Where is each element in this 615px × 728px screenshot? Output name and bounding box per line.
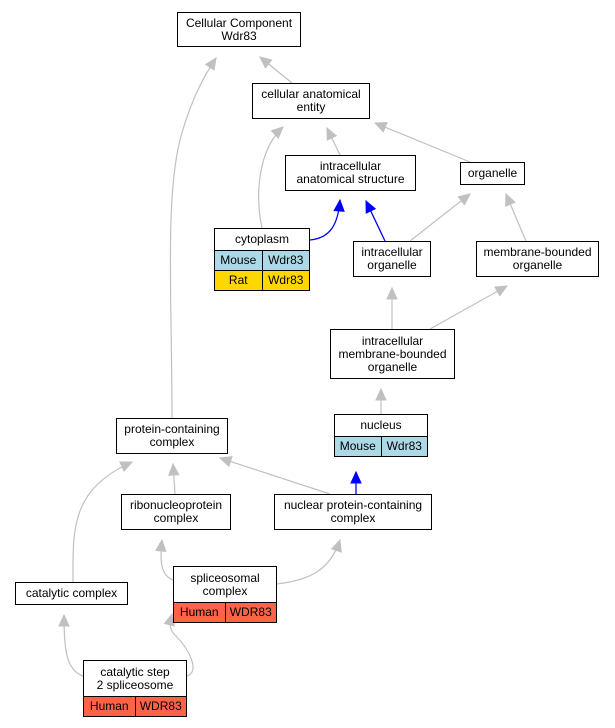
edge-spliceosomal-complex-to-nuclear-protein-containing-complex xyxy=(276,539,341,585)
edge-nucleus-to-intracellular-membrane-bounded-organelle-arrowhead xyxy=(375,387,387,401)
edge-spliceosomal-complex-to-ribonucleoprotein-complex-arrowhead xyxy=(155,538,167,553)
node-label: membrane-bounded organelle xyxy=(483,245,592,272)
node-label: intracellular membrane-bounded organelle xyxy=(338,333,447,374)
annotation-row: Mouse Wdr83 xyxy=(215,250,309,270)
edge-intracellular-organelle-to-intracellular-anatomical-structure-arrowhead xyxy=(365,199,377,214)
node-label: catalytic step 2 spliceosome xyxy=(96,664,174,692)
node-membrane-bounded-organelle[interactable]: membrane-bounded organelle xyxy=(476,241,599,277)
node-cellular-anatomical-entity[interactable]: cellular anatomical entity xyxy=(252,83,370,119)
edge-cytoplasm-to-cellular-anatomical-entity xyxy=(258,126,284,229)
edge-nuclear-protein-containing-complex-to-protein-containing-complex-arrowhead xyxy=(218,456,233,468)
node-label: nucleus xyxy=(360,418,402,432)
node-root[interactable]: Cellular Component Wdr83 xyxy=(177,12,301,47)
node-label: ribonucleoprotein complex xyxy=(129,498,223,525)
edge-intracellular-anatomical-structure-to-cellular-anatomical-entity-arrowhead xyxy=(326,126,338,141)
node-label: Cellular Component Wdr83 xyxy=(185,15,293,43)
edge-intracellular-organelle-to-organelle-arrowhead xyxy=(457,193,471,206)
edge-cellular-anatomical-entity-to-root-arrowhead xyxy=(259,56,273,69)
annotation-gene: WDR83 xyxy=(134,697,187,716)
edge-cytoplasm-to-intracellular-anatomical-structure xyxy=(309,199,341,241)
annotation-species: Human xyxy=(89,699,129,713)
node-intracellular-anatomical-structure[interactable]: intracellular anatomical structure xyxy=(285,155,416,191)
annotation-gene: Wdr83 xyxy=(261,251,310,270)
annotation-row: Human WDR83 xyxy=(84,696,186,716)
node-label: nuclear protein-containing complex xyxy=(283,498,423,525)
annotation-row: Rat Wdr83 xyxy=(215,270,309,290)
edge-protein-containing-complex-to-root xyxy=(169,57,217,419)
node-label: protein-containing complex xyxy=(124,422,220,449)
edge-organelle-to-cellular-anatomical-entity xyxy=(374,122,471,163)
edge-catalytic-complex-to-protein-containing-complex xyxy=(72,461,133,583)
edge-cytoplasm-to-intracellular-anatomical-structure-arrowhead xyxy=(333,198,345,212)
edge-intracellular-membrane-bounded-organelle-to-intracellular-organelle-arrowhead xyxy=(386,286,398,300)
edge-intracellular-membrane-bounded-organelle-to-membrane-bounded-organelle xyxy=(429,285,508,330)
annotation-gene: WDR83 xyxy=(224,603,277,622)
node-protein-containing-complex[interactable]: protein-containing complex xyxy=(116,418,228,454)
edge-catalytic-step-2-spliceosome-to-catalytic-complex-arrowhead xyxy=(58,613,70,627)
annotation-species: Mouse xyxy=(220,253,257,267)
node-organelle[interactable]: organelle xyxy=(460,162,525,185)
node-label: intracellular anatomical structure xyxy=(296,159,405,186)
annotation-species: Human xyxy=(179,605,219,619)
edge-intracellular-membrane-bounded-organelle-to-membrane-bounded-organelle-arrowhead xyxy=(494,285,509,297)
annotation-row: Human WDR83 xyxy=(174,602,276,622)
edge-catalytic-complex-to-protein-containing-complex-arrowhead xyxy=(119,461,134,472)
node-label: catalytic complex xyxy=(25,586,118,600)
edge-ribonucleoprotein-complex-to-protein-containing-complex-arrowhead xyxy=(168,462,180,476)
node-label: cellular anatomical entity xyxy=(261,87,361,114)
annotation-gene: Wdr83 xyxy=(380,437,428,456)
node-intracellular-organelle[interactable]: intracellular organelle xyxy=(353,241,431,277)
node-intracellular-membrane-bounded-organelle[interactable]: intracellular membrane-bounded organelle xyxy=(330,329,455,379)
annotation-row: Mouse Wdr83 xyxy=(335,436,427,456)
node-label: spliceosomal complex xyxy=(190,570,260,598)
node-ribonucleoprotein-complex[interactable]: ribonucleoprotein complex xyxy=(121,494,231,530)
node-label: organelle xyxy=(467,166,518,180)
edge-organelle-to-cellular-anatomical-entity-arrowhead xyxy=(373,122,388,133)
annotation-species: Mouse xyxy=(339,439,376,453)
edge-nuclear-protein-containing-complex-to-nucleus-arrowhead xyxy=(350,470,362,484)
annotation-species: Rat xyxy=(228,273,248,287)
edge-membrane-bounded-organelle-to-organelle-arrowhead xyxy=(505,192,516,207)
edge-nuclear-protein-containing-complex-to-protein-containing-complex xyxy=(219,457,331,495)
node-label: cytoplasm xyxy=(234,232,290,246)
edge-protein-containing-complex-to-root-arrowhead xyxy=(204,56,217,71)
annotation-gene: Wdr83 xyxy=(261,271,310,290)
edge-intracellular-organelle-to-organelle xyxy=(409,193,471,242)
node-catalytic-complex[interactable]: catalytic complex xyxy=(15,582,128,605)
node-nuclear-protein-containing-complex[interactable]: nuclear protein-containing complex xyxy=(274,494,432,530)
edge-cytoplasm-to-cellular-anatomical-entity-arrowhead xyxy=(270,126,284,140)
edge-spliceosomal-complex-to-nuclear-protein-containing-complex-arrowhead xyxy=(330,538,342,553)
node-label: intracellular organelle xyxy=(361,245,423,272)
